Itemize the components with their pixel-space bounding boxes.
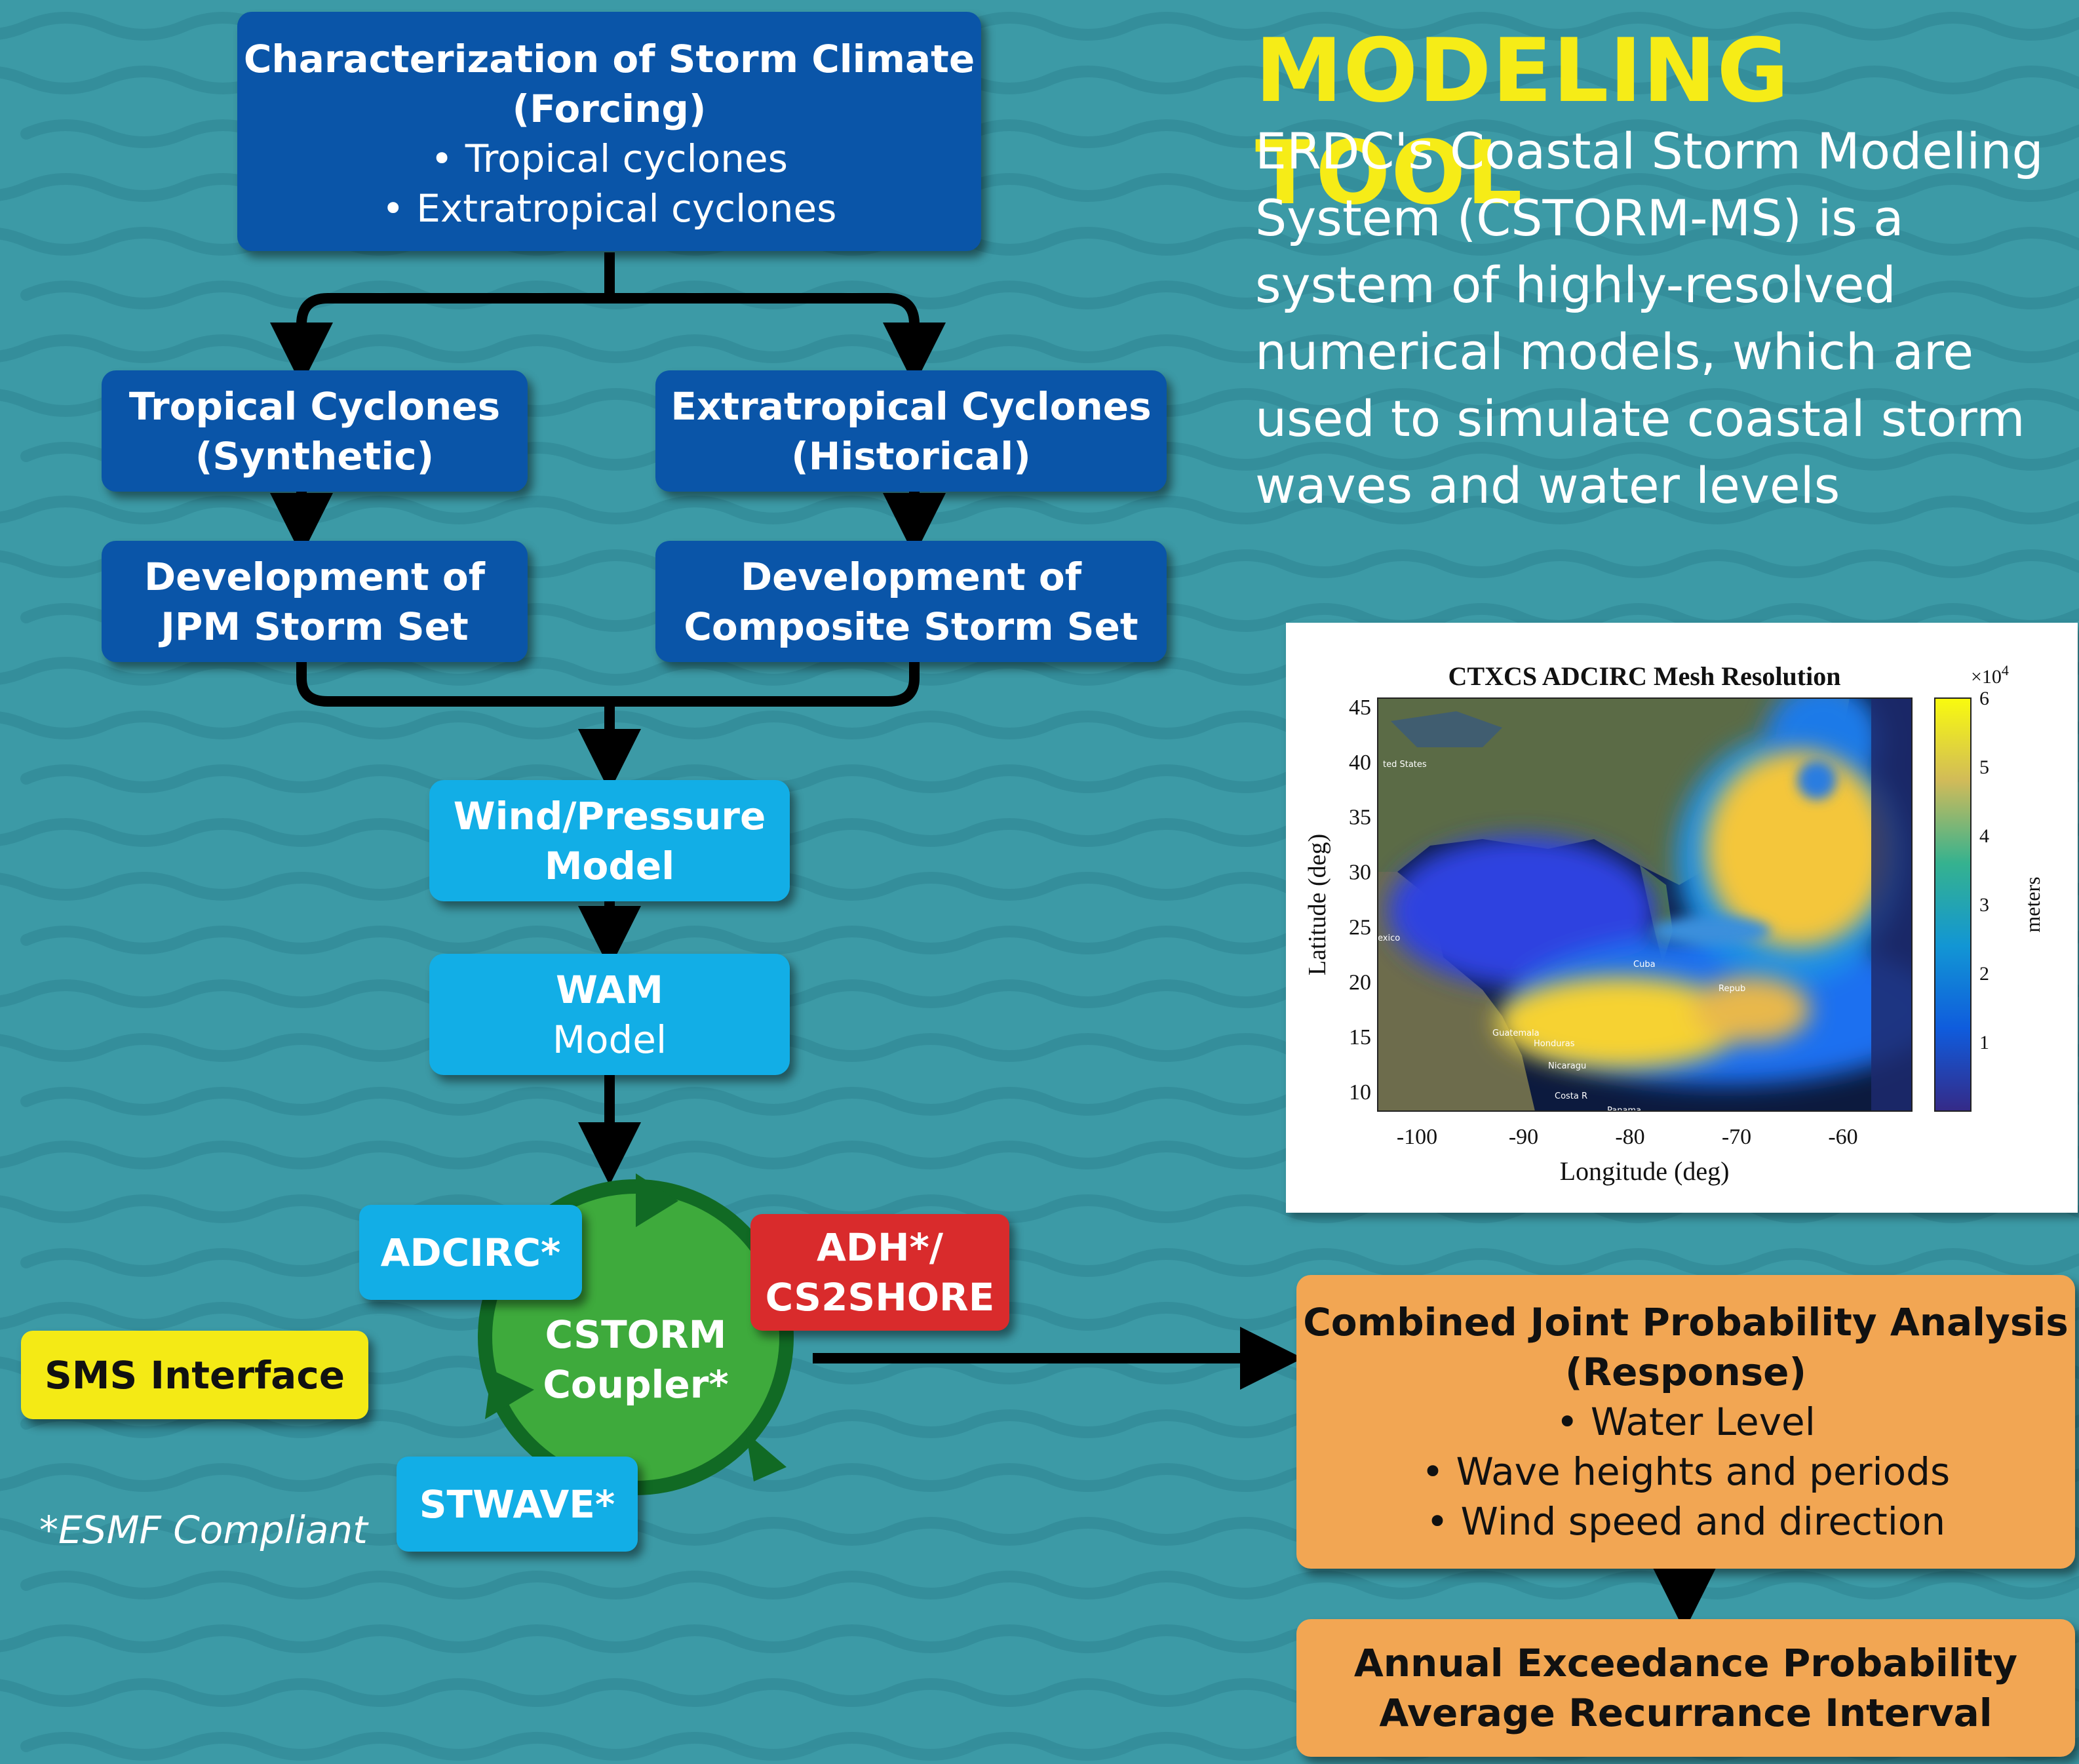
tropical-line1: Tropical Cyclones bbox=[128, 383, 501, 429]
annual-line1: Annual Exceedance Probability bbox=[1353, 1641, 2018, 1685]
x-tick-label: -80 bbox=[1615, 1125, 1644, 1149]
x-tick-label: -60 bbox=[1828, 1125, 1857, 1149]
adcirc-label: ADCIRC* bbox=[380, 1230, 561, 1275]
wind-line1: Wind/Pressure bbox=[453, 793, 766, 838]
response-title-line2: (Response) bbox=[1564, 1350, 1807, 1394]
wam-line1: WAM bbox=[556, 967, 663, 1012]
y-tick-label: 30 bbox=[1349, 861, 1371, 885]
colorbar-ticks: 6 5 4 3 2 1 bbox=[1979, 688, 1989, 1053]
coupler-line1: CSTORM bbox=[545, 1312, 727, 1357]
x-tick-label: -70 bbox=[1722, 1125, 1751, 1149]
mesh-resolution-figure: CTXCS ADCIRC Mesh Resolution bbox=[1286, 623, 2078, 1213]
forcing-bullet-1: • Tropical cyclones bbox=[431, 136, 788, 181]
forcing-box: Characterization of Storm Climate (Forci… bbox=[237, 12, 981, 251]
colorbar-tick-label: 6 bbox=[1979, 688, 1989, 709]
modeling-tool-heading: MODELING TOOL bbox=[1255, 20, 1790, 224]
annual-line2: Average Recurrance Interval bbox=[1379, 1691, 1992, 1735]
response-bullet-3: • Wind speed and direction bbox=[1426, 1499, 1946, 1544]
composite-line2: Composite Storm Set bbox=[684, 604, 1138, 649]
map-label-mexico: exico bbox=[1378, 933, 1400, 943]
forcing-bullet-2: • Extratropical cyclones bbox=[381, 186, 837, 231]
composite-storm-set-box: Development of Composite Storm Set bbox=[655, 541, 1167, 662]
sms-interface-box: SMS Interface bbox=[21, 1331, 368, 1419]
response-bullet-2: • Wave heights and periods bbox=[1421, 1449, 1951, 1494]
map-label-costa-rica: Costa R bbox=[1555, 1091, 1587, 1101]
colorbar-tick-label: 1 bbox=[1979, 1032, 1989, 1053]
map-ylabel: Latitude (deg) bbox=[1304, 834, 1331, 975]
x-tick-label: -100 bbox=[1397, 1125, 1437, 1149]
y-tick-label: 15 bbox=[1349, 1025, 1371, 1049]
jpm-storm-set-box: Development of JPM Storm Set bbox=[102, 541, 528, 662]
tropical-cyclones-box: Tropical Cyclones (Synthetic) bbox=[102, 370, 528, 492]
map-label-honduras: Honduras bbox=[1534, 1039, 1575, 1049]
tropical-line2: (Synthetic) bbox=[195, 433, 435, 479]
wam-model-box: WAM Model bbox=[429, 954, 790, 1075]
wam-line2: Model bbox=[552, 1017, 667, 1062]
wind-pressure-model-box: Wind/Pressure Model bbox=[429, 780, 790, 901]
cycle-arrow-left bbox=[485, 1370, 534, 1419]
adcirc-box: ADCIRC* bbox=[359, 1205, 582, 1300]
response-bullet-1: • Water Level bbox=[1556, 1400, 1816, 1444]
map-label-republic: Repub bbox=[1719, 984, 1745, 994]
cycle-arrow-right bbox=[746, 1432, 787, 1481]
map-label-us: ted States bbox=[1383, 760, 1427, 770]
colorbar-tick-label: 3 bbox=[1979, 894, 1989, 916]
y-axis-ticks: 45 40 35 30 25 20 15 10 bbox=[1349, 696, 1371, 1105]
coupler-line2: Coupler* bbox=[543, 1362, 729, 1407]
annual-exceedance-box: Annual Exceedance Probability Average Re… bbox=[1296, 1619, 2075, 1757]
cstorm-coupler-label: CSTORM Coupler* bbox=[498, 1310, 773, 1409]
connector-merge bbox=[296, 659, 920, 707]
y-tick-label: 40 bbox=[1349, 751, 1371, 775]
colorbar-tick-label: 5 bbox=[1979, 756, 1989, 778]
wave-line bbox=[20, 281, 2079, 309]
forcing-title-line2: (Forcing) bbox=[512, 86, 707, 131]
jpm-line2: JPM Storm Set bbox=[161, 604, 469, 649]
esmf-footnote: *ESMF Compliant bbox=[39, 1508, 368, 1552]
adh-cs2shore-box: ADH*/ CS2SHORE bbox=[750, 1214, 1009, 1331]
map-title: CTXCS ADCIRC Mesh Resolution bbox=[1448, 661, 1841, 691]
colorbar-multiplier: ×104 bbox=[1971, 662, 2009, 688]
response-title-line1: Combined Joint Probability Analysis bbox=[1303, 1300, 2069, 1344]
map-label-guatemala: Guatemala bbox=[1492, 1029, 1540, 1038]
wave-line bbox=[0, 496, 2079, 524]
stwave-box: STWAVE* bbox=[397, 1457, 638, 1552]
colorbar-tick-label: 4 bbox=[1979, 825, 1989, 847]
map-xlabel: Longitude (deg) bbox=[1560, 1156, 1730, 1186]
jpm-line1: Development of bbox=[144, 554, 485, 599]
adh-line2: CS2SHORE bbox=[765, 1275, 995, 1320]
stwave-label: STWAVE* bbox=[419, 1481, 615, 1527]
wave-line bbox=[20, 1571, 2079, 1599]
y-tick-label: 35 bbox=[1349, 806, 1371, 830]
colorbar-tick-label: 2 bbox=[1979, 963, 1989, 985]
sms-label: SMS Interface bbox=[44, 1352, 345, 1398]
map-area: ted States exico Cuba Guatemala Honduras… bbox=[1378, 698, 1912, 1116]
colorbar-label: meters bbox=[2021, 876, 2044, 932]
map-label-panama: Panama bbox=[1607, 1106, 1641, 1116]
y-tick-label: 20 bbox=[1349, 970, 1371, 994]
connector-forcing-split bbox=[270, 252, 615, 385]
y-tick-label: 45 bbox=[1349, 696, 1371, 720]
x-tick-label: -90 bbox=[1509, 1125, 1538, 1149]
composite-line1: Development of bbox=[741, 554, 1081, 599]
cycle-arrow-top bbox=[636, 1173, 678, 1227]
connector-forcing-extra bbox=[610, 293, 946, 385]
map-label-cuba: Cuba bbox=[1633, 960, 1656, 970]
extratropical-line2: (Historical) bbox=[791, 433, 1031, 479]
extratropical-line1: Extratropical Cyclones bbox=[670, 383, 1152, 429]
extratropical-cyclones-box: Extratropical Cyclones (Historical) bbox=[655, 370, 1167, 492]
joint-probability-box: Combined Joint Probability Analysis (Res… bbox=[1296, 1275, 2075, 1569]
colorbar bbox=[1934, 697, 1972, 1112]
wind-line2: Model bbox=[544, 843, 675, 888]
x-axis-ticks: -100 -90 -80 -70 -60 bbox=[1397, 1125, 1858, 1149]
wave-line bbox=[0, 334, 2079, 363]
y-tick-label: 10 bbox=[1349, 1080, 1371, 1105]
map-label-nicaragua: Nicaragu bbox=[1548, 1061, 1586, 1071]
description-text: ERDC's Coastal Storm Modeling System (CS… bbox=[1255, 122, 2044, 515]
y-tick-label: 25 bbox=[1349, 915, 1371, 939]
adh-line1: ADH*/ bbox=[816, 1225, 944, 1270]
forcing-title-line1: Characterization of Storm Climate bbox=[243, 36, 975, 81]
